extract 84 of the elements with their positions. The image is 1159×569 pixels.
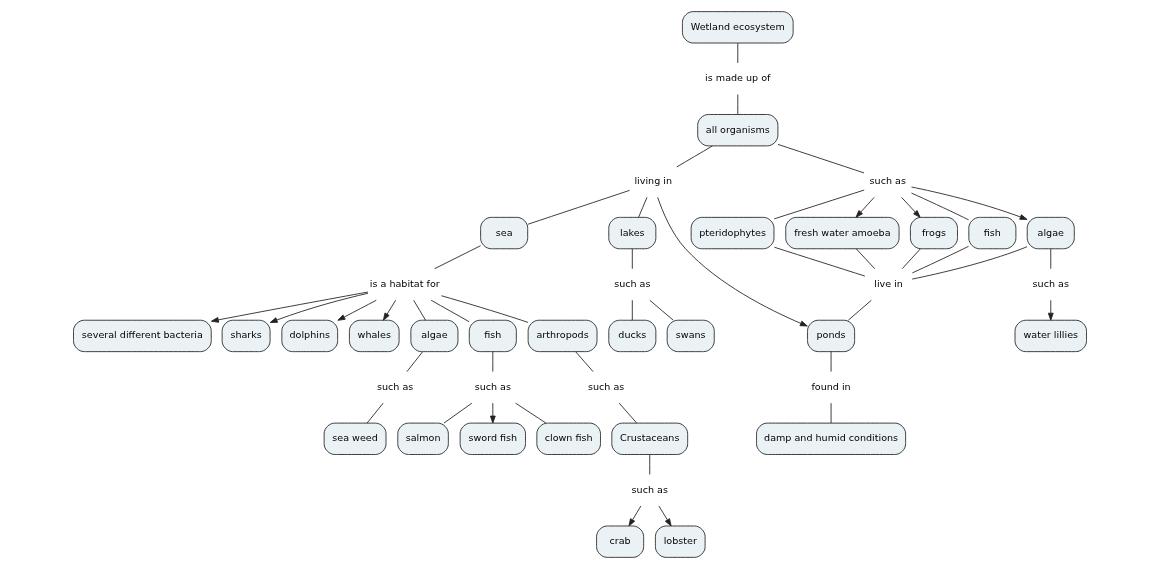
node-text: live in [873,277,903,289]
connector [648,299,674,321]
arrow [269,292,368,323]
node-box: ducks [607,319,656,353]
connector [855,248,875,270]
connector [910,192,969,221]
node-box: clown fish [535,422,601,455]
arrow [382,299,396,321]
node-box: fish [967,216,1016,250]
node-box: sea weed [323,422,386,455]
arrow [900,196,921,218]
node-box: lobster [654,525,706,558]
node-text: living in [633,175,672,187]
node-box: dolphins [280,319,338,353]
node-text: such as [376,380,413,392]
connector [433,245,481,270]
node-box: swans [666,319,715,353]
connector [491,351,493,373]
connector [574,351,594,373]
connector [901,248,921,270]
connector [406,351,423,373]
connector [631,248,633,270]
connector [736,42,738,64]
connector [412,299,426,321]
node-box: ponds [806,319,855,353]
node-box: lakes [607,216,656,250]
node-box: several different bacteria [72,319,212,353]
arrow [1047,299,1054,321]
connector [830,351,831,373]
node-box: water lillies [1014,319,1087,353]
arrow [336,299,377,321]
node-box: algae [1026,216,1075,250]
connector [514,402,546,424]
connector [443,402,472,424]
arrow [910,186,1028,220]
connector [911,246,1028,280]
node-box: sharks [221,319,270,353]
node-box: frogs [909,216,958,250]
connector [430,299,470,323]
connector [1049,248,1051,270]
node-text: such as [474,380,511,392]
node-box: fresh water amoeba [784,216,899,250]
arrow [855,196,875,218]
node-text: is a habitat for [369,277,440,289]
node-box: pteridophytes [690,216,774,250]
node-text: such as [587,380,624,392]
connector [637,196,647,218]
arrow [489,402,496,424]
connector [675,145,713,168]
arrow [657,505,672,527]
connector [366,402,384,424]
node-text: found in [810,380,851,392]
node-text: such as [1032,277,1069,289]
connector [830,402,831,424]
connector [773,246,865,277]
node-box: fish [468,319,517,353]
node-box: whales [348,319,400,353]
node-box: algae [409,319,458,353]
node-box: all organisms [696,114,778,147]
node-text: such as [631,483,668,495]
node-box: crab [595,525,644,558]
connector [736,94,738,115]
node-text: such as [869,175,906,187]
node-box: sword fish [459,422,526,455]
node-box: arthropods [527,319,597,353]
connector [648,454,650,475]
node-box: Crustaceans [610,422,688,455]
node-box: salmon [396,422,449,455]
node-box: damp and humid conditions [755,422,906,455]
connector [773,189,865,220]
arrow [210,291,368,323]
node-text: such as [613,277,650,289]
connector [631,299,633,321]
connector [618,402,637,424]
node-text: is made up of [704,72,770,84]
arrow [628,505,641,527]
connector [847,299,872,321]
connector [440,295,528,323]
node-box: sea [479,216,528,250]
node-box: Wetland ecosystem [681,11,794,44]
arrow [656,196,808,327]
connector [911,245,969,274]
connector [777,143,864,174]
connector [526,189,630,225]
